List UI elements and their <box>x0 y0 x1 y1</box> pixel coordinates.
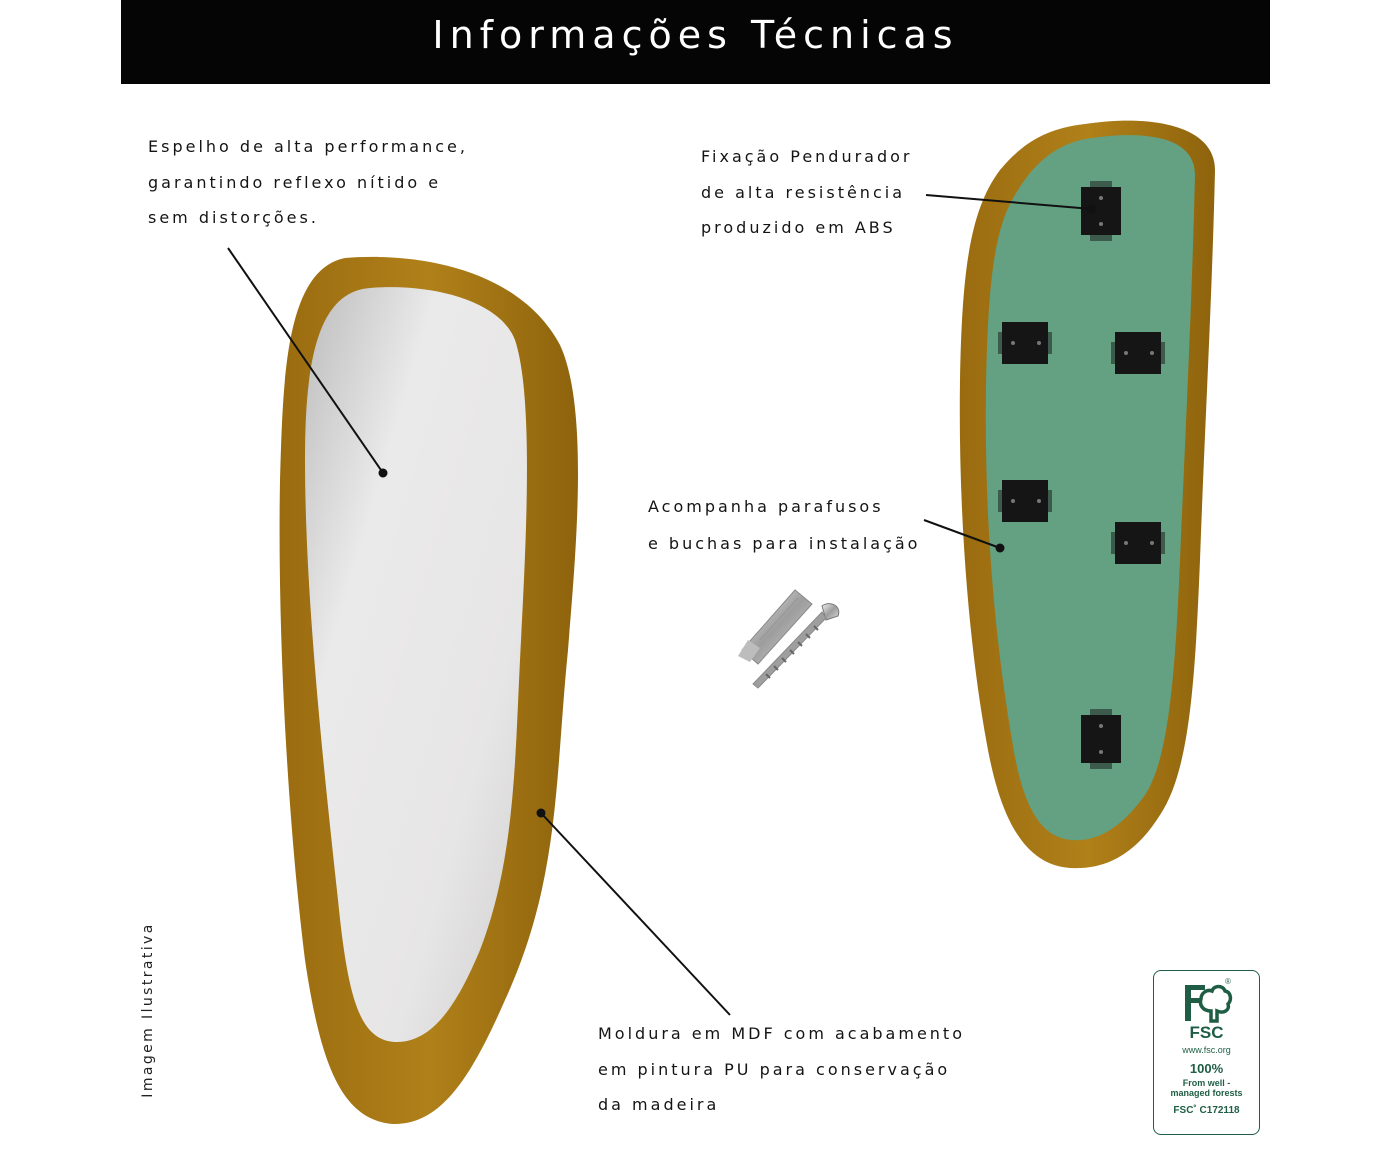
fsc-license-code: FSC˚ C172118 <box>1173 1105 1240 1116</box>
screw-anchor-icon <box>738 589 840 689</box>
callout-dot <box>536 808 546 818</box>
hanger-bracket <box>1111 332 1165 374</box>
callout-line: e buchas para instalação <box>648 534 921 553</box>
leader-lines <box>227 194 1093 1016</box>
fsc-tree-icon <box>1184 984 1232 1023</box>
illustrative-image-note: Imagem Ilustrativa <box>140 922 156 1098</box>
hanger-bracket <box>998 322 1052 364</box>
callout-line: Espelho de alta performance, <box>148 137 468 156</box>
fsc-certification-badge: ® FSC www.fsc.org 100% From well - manag… <box>1153 970 1260 1135</box>
page-title: Informações Técnicas <box>432 13 959 57</box>
fsc-name: FSC <box>1189 1023 1224 1042</box>
fsc-desc-line: From well - <box>1182 1078 1231 1088</box>
callout-line: garantindo reflexo nítido e <box>148 172 442 192</box>
back-panel <box>985 135 1195 841</box>
hanger-callout: Fixação Pendurador de alta resistência p… <box>701 139 913 246</box>
registered-mark: ® <box>1225 977 1231 986</box>
mirror-glass <box>305 287 527 1043</box>
callout-line: produzido em ABS <box>701 218 896 237</box>
callout-line: Fixação Pendurador <box>701 147 913 166</box>
screws-callout: Acompanha parafusos e buchas para instal… <box>648 488 920 562</box>
callout-line: Acompanha parafusos <box>648 497 884 516</box>
fsc-desc-line: managed forests <box>1170 1088 1243 1098</box>
frame-callout: Moldura em MDF com acabamento em pintura… <box>598 1016 965 1123</box>
fsc-percent: 100% <box>1189 1061 1224 1076</box>
hanger-bracket <box>1081 181 1121 241</box>
hanger-bracket <box>998 480 1052 522</box>
callout-dot <box>378 468 388 478</box>
callout-line: de alta resistência <box>701 182 905 202</box>
mirror-callout: Espelho de alta performance, garantindo … <box>148 129 468 236</box>
fsc-url: www.fsc.org <box>1182 1045 1231 1055</box>
callout-dot <box>995 543 1005 553</box>
hanger-bracket <box>1111 522 1165 564</box>
hanger-bracket <box>1081 709 1121 769</box>
callout-line: Moldura em MDF com acabamento <box>598 1024 965 1043</box>
callout-line: em pintura PU para conservação <box>598 1059 951 1079</box>
callout-dot <box>1087 204 1097 214</box>
title-banner: Informações Técnicas <box>121 0 1270 84</box>
callout-line: sem distorções. <box>148 208 319 227</box>
callout-line: da madeira <box>598 1095 720 1114</box>
fsc-description: From well - managed forests <box>1154 1078 1259 1098</box>
